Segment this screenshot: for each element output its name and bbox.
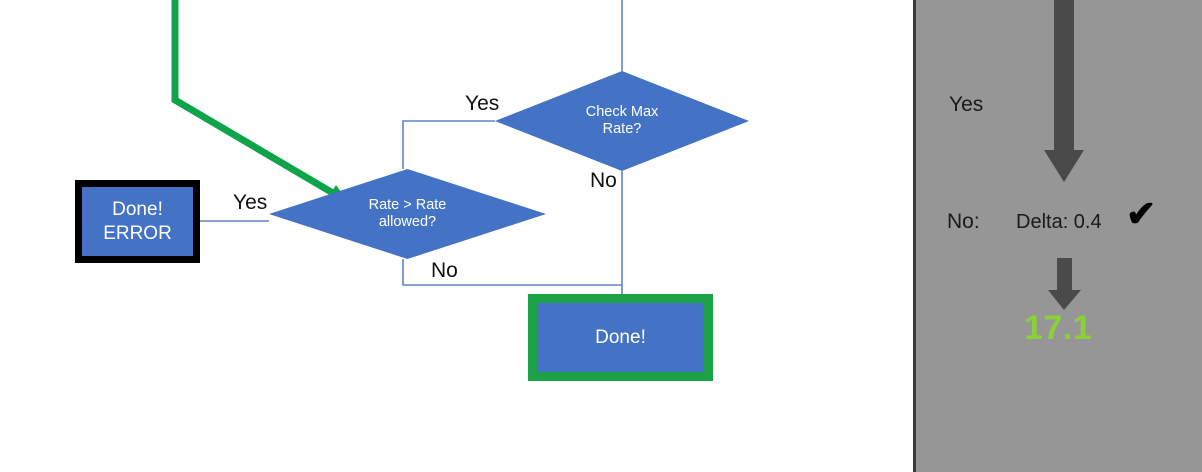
connector-yes-check-to-rate xyxy=(402,120,495,169)
panel-delta-value: Delta: 0.4 xyxy=(1016,211,1102,233)
decision-label-line2: allowed? xyxy=(378,214,437,230)
panel-no-label: No: xyxy=(947,210,980,233)
decision-check-max-rate-label: Check Max Rate? xyxy=(580,104,665,138)
decision-check-max-rate[interactable]: Check Max Rate? xyxy=(495,71,749,171)
decision-rate-greater-than-allowed[interactable]: Rate > Rate allowed? xyxy=(269,169,546,259)
edge-label-yes-check-max: Yes xyxy=(465,92,500,115)
connector-no-rate-to-done xyxy=(402,259,622,286)
panel-arrows xyxy=(1044,0,1084,310)
edge-label-yes-done-error: Yes xyxy=(233,191,268,214)
decision-rate-greater-label: Rate > Rate allowed? xyxy=(363,197,453,231)
decision-label-line1: Rate > Rate xyxy=(368,196,447,213)
panel-divider xyxy=(913,0,916,472)
flowchart-canvas: Check Max Rate? Rate > Rate allowed? Don… xyxy=(75,0,749,381)
down-arrow-long-icon xyxy=(1044,0,1084,182)
side-panel: Yes No: Delta: 0.4 ✔ 17.1 xyxy=(916,0,1202,472)
decision-label-line1: Check Max xyxy=(585,103,659,120)
terminal-done-error-label: Done! ERROR xyxy=(103,198,172,244)
check-mark-icon: ✔ xyxy=(1126,193,1157,234)
down-arrow-short-icon xyxy=(1048,258,1081,310)
terminal-done-error[interactable]: Done! ERROR xyxy=(75,180,200,263)
highlight-green-path xyxy=(171,0,340,200)
panel-result-value: 17.1 xyxy=(1024,309,1093,347)
terminal-label-line1: Done! xyxy=(112,199,163,221)
terminal-done-ok[interactable]: Done! xyxy=(528,294,713,381)
panel-yes-label: Yes xyxy=(949,93,984,116)
terminal-label-line2: ERROR xyxy=(103,222,172,244)
terminal-done-ok-label: Done! xyxy=(595,326,646,348)
decision-label-line2: Rate? xyxy=(602,121,642,137)
edge-label-no-done-ok: No xyxy=(431,259,458,282)
edge-label-no-check-max: No xyxy=(590,169,617,192)
